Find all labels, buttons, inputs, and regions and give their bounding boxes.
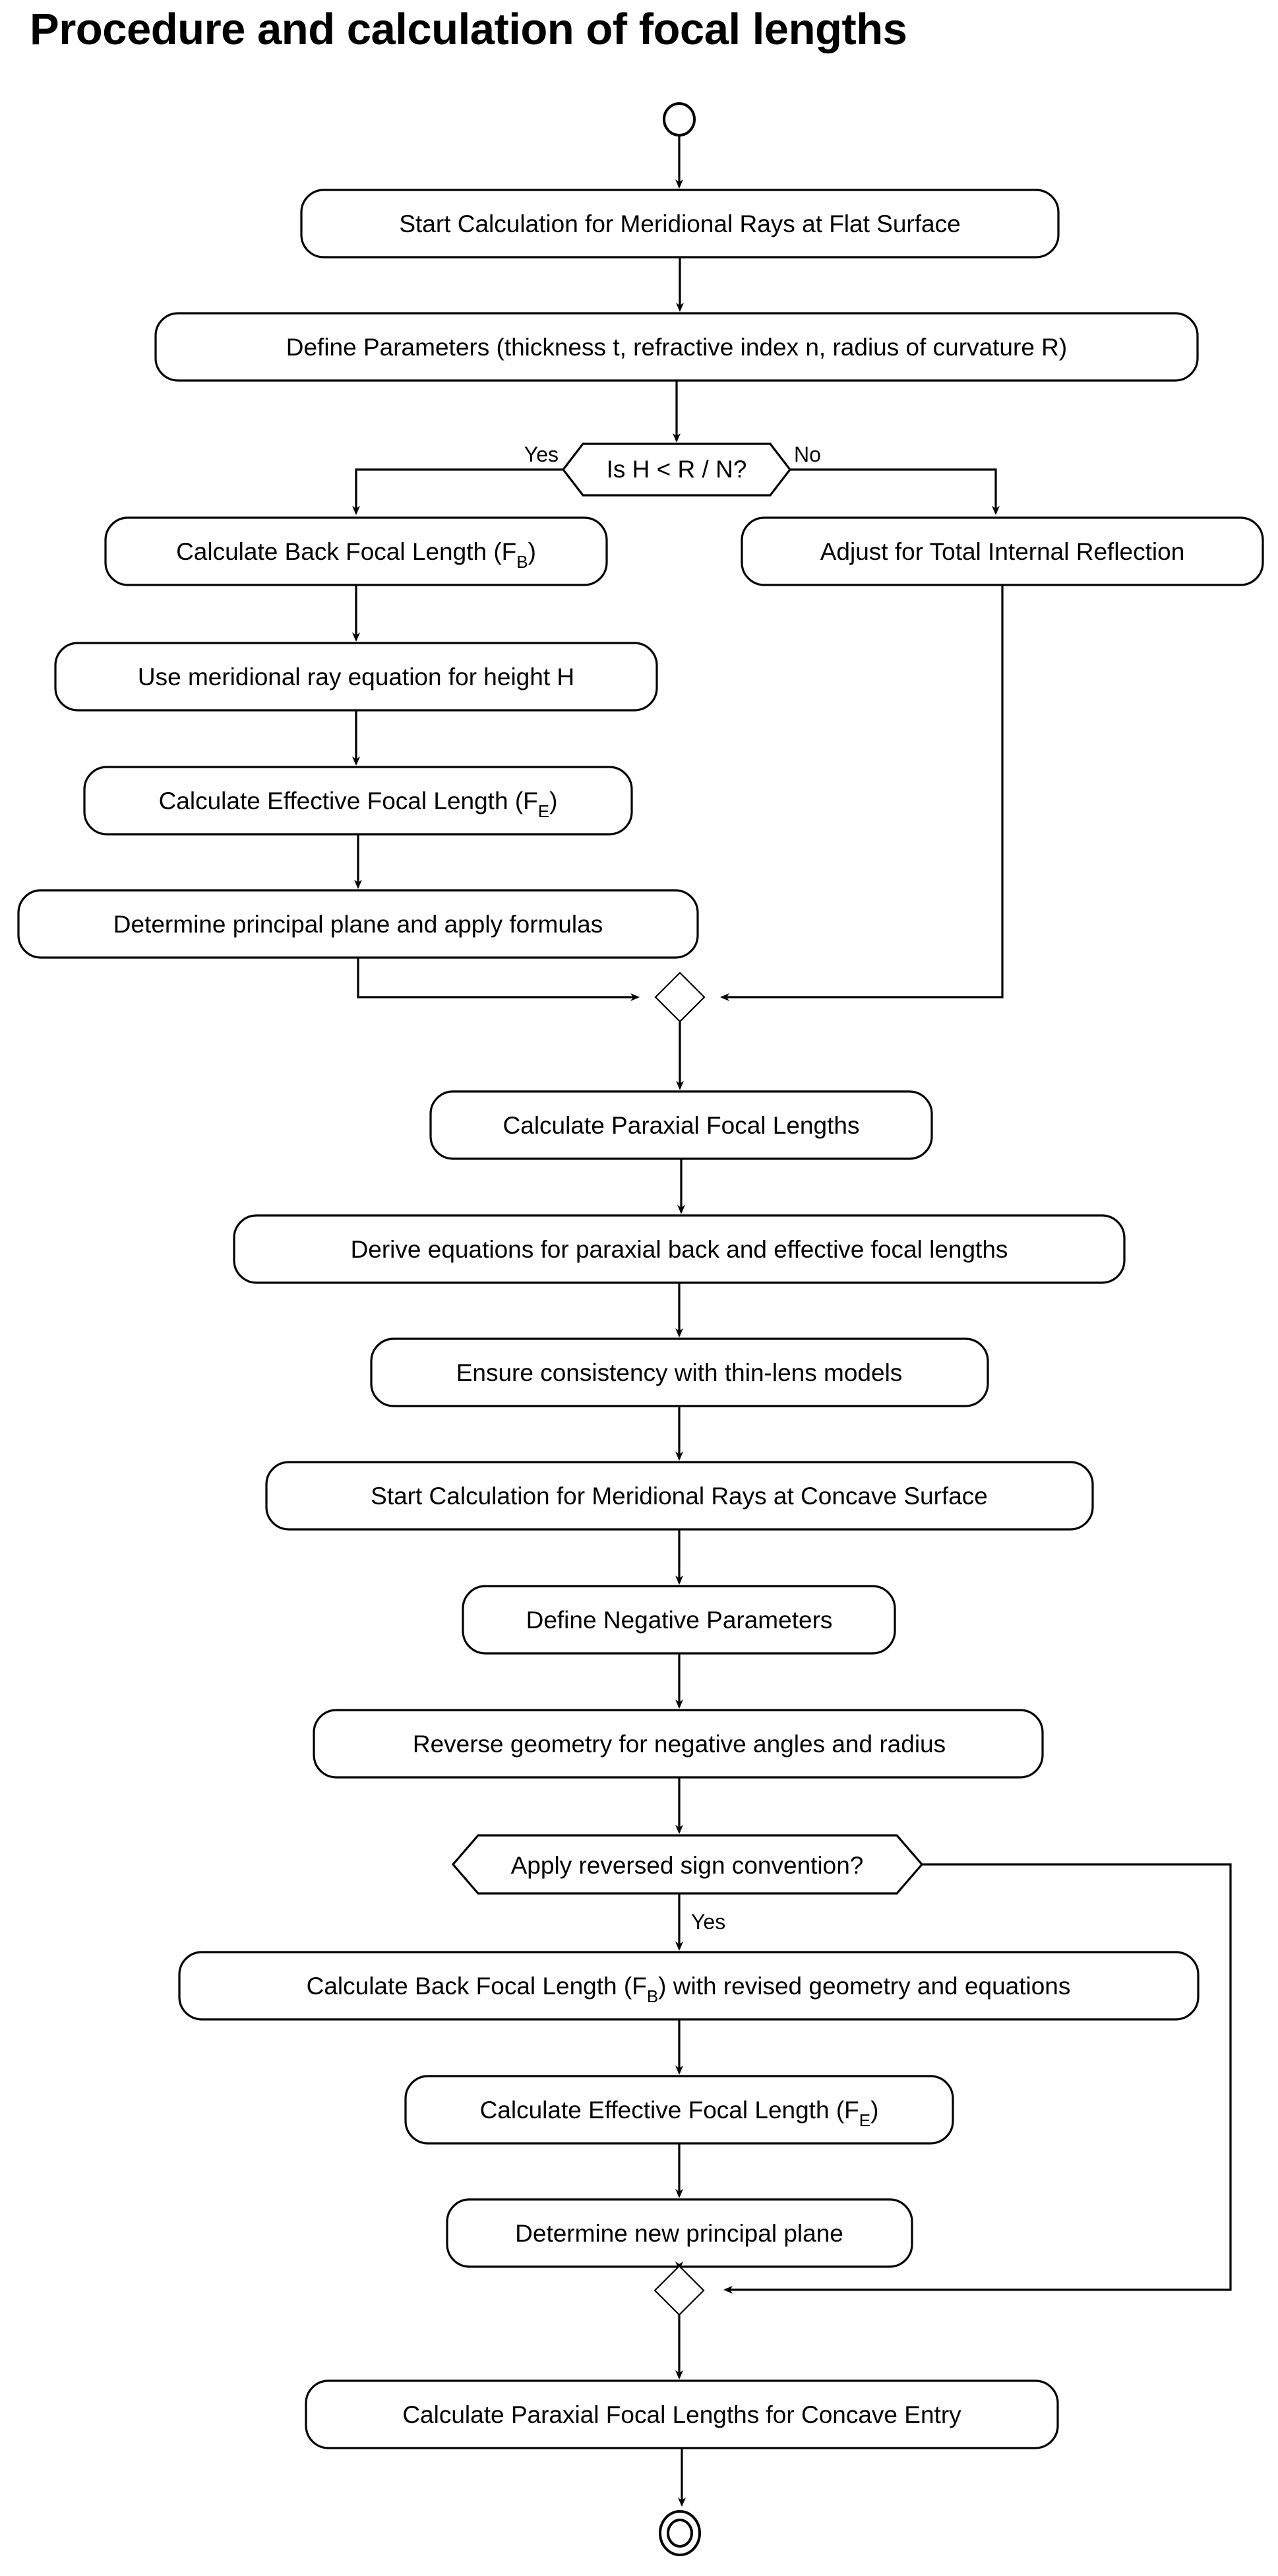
edge-d2-no-to-merge2 [723,1863,1232,2294]
node-calculate-back-focal-length-revised[interactable]: Calculate Back Focal Length (FB) with re… [178,1951,1200,2021]
node-end[interactable] [659,2510,701,2556]
merge-node-1[interactable] [654,971,706,1023]
edge-n4-to-merge1 [720,585,1004,1001]
node-derive-equations-paraxial[interactable]: Derive equations for paraxial back and e… [233,1214,1126,1284]
edge-d1-yes-to-n3 [352,468,563,515]
node-label: Define Parameters (thickness t, refracti… [286,334,1067,361]
node-label: Start Calculation for Meridional Rays at… [399,210,960,237]
node-determine-new-principal-plane[interactable]: Determine new principal plane [446,2198,913,2268]
node-label: Determine new principal plane [515,2220,843,2247]
node-label: Calculate Paraxial Focal Lengths for Con… [402,2401,961,2428]
node-label: Determine principal plane and apply form… [113,911,603,938]
node-start-calculation-flat-surface[interactable]: Start Calculation for Meridional Rays at… [300,189,1060,259]
node-use-meridional-ray-equation[interactable]: Use meridional ray equation for height H [54,642,658,712]
node-label: Ensure consistency with thin-lens models [456,1359,903,1386]
node-label: Use meridional ray equation for height H [138,663,574,690]
node-define-negative-parameters[interactable]: Define Negative Parameters [462,1585,896,1655]
node-label: Define Negative Parameters [526,1607,833,1634]
decision-label: Apply reversed sign convention? [511,1852,864,1879]
node-calculate-paraxial-focal-lengths-concave[interactable]: Calculate Paraxial Focal Lengths for Con… [305,2379,1059,2449]
node-determine-principal-plane[interactable]: Determine principal plane and apply form… [17,889,699,959]
node-calculate-paraxial-focal-lengths[interactable]: Calculate Paraxial Focal Lengths [429,1090,933,1160]
node-label: Calculate Back Focal Length (FB) with re… [307,1973,1071,2006]
node-label: Adjust for Total Internal Reflection [820,538,1185,565]
node-label: Derive equations for paraxial back and e… [351,1236,1008,1263]
edge-d1-no-to-n4 [790,468,1000,515]
decision-apply-reversed-sign-convention[interactable]: Apply reversed sign convention? [451,1834,924,1895]
node-start-calculation-concave-surface[interactable]: Start Calculation for Meridional Rays at… [265,1461,1094,1531]
node-ensure-consistency-thin-lens[interactable]: Ensure consistency with thin-lens models [370,1337,989,1407]
edge-label-no: No [794,443,821,466]
decision-label: Is H < R / N? [607,456,747,483]
merge-node-2[interactable] [654,2265,705,2316]
node-label: Calculate Effective Focal Length (FE) [480,2097,879,2130]
node-calculate-effective-focal-length-2[interactable]: Calculate Effective Focal Length (FE) [404,2075,954,2145]
node-calculate-effective-focal-length[interactable]: Calculate Effective Focal Length (FE) [83,766,633,836]
node-label: Reverse geometry for negative angles and… [413,1731,946,1758]
node-reverse-geometry[interactable]: Reverse geometry for negative angles and… [313,1709,1044,1779]
node-adjust-total-internal-reflection[interactable]: Adjust for Total Internal Reflection [741,516,1264,586]
node-label: Calculate Back Focal Length (FB) [176,538,536,572]
page-title: Procedure and calculation of focal lengt… [30,5,907,54]
decision-is-h-less-than-r-over-n[interactable]: Is H < R / N? [561,443,792,497]
node-label: Start Calculation for Meridional Rays at… [371,1483,988,1510]
edge-n7-to-merge1 [357,958,640,1001]
node-start[interactable] [663,102,696,137]
node-define-parameters[interactable]: Define Parameters (thickness t, refracti… [154,312,1199,382]
node-calculate-back-focal-length[interactable]: Calculate Back Focal Length (FB) [104,516,608,586]
node-label: Calculate Paraxial Focal Lengths [503,1112,860,1139]
node-label: Calculate Effective Focal Length (FE) [159,787,558,821]
edge-label-yes-2: Yes [691,1910,725,1934]
edge-label-yes: Yes [524,443,559,466]
